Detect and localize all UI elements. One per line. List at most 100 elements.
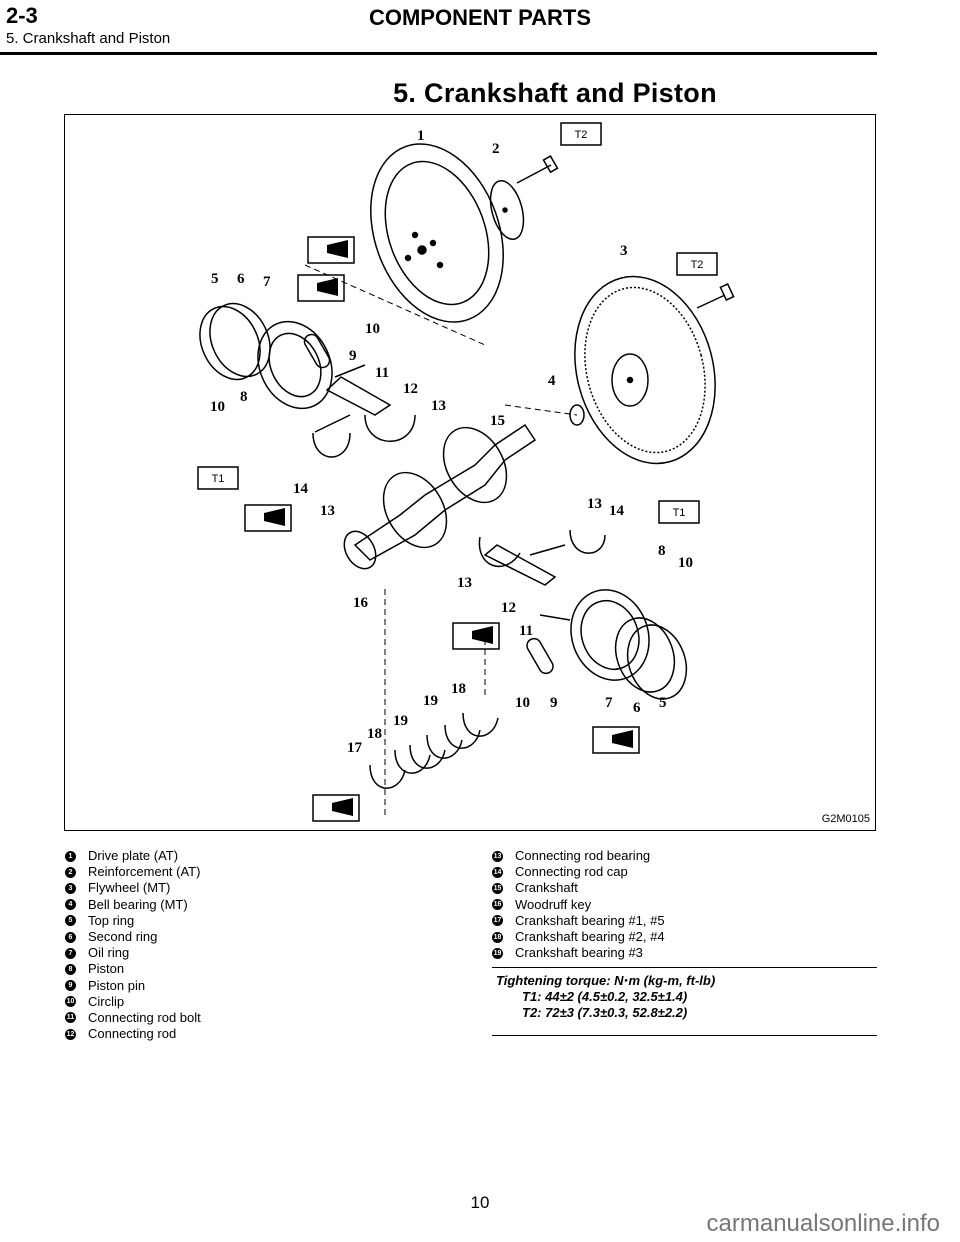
figure-id: G2M0105 <box>821 813 870 825</box>
legend-item: 6 Second ring <box>65 929 465 945</box>
legend-label: Circlip <box>88 993 125 1009</box>
torque-tag-t1-left: T1 <box>212 473 225 485</box>
callout-7b: 7 <box>605 695 613 711</box>
legend-number-badge: 17 <box>492 915 503 927</box>
legend-number-badge: 5 <box>65 915 76 927</box>
callout-19: 19 <box>393 713 408 729</box>
legend-item: 8 Piston <box>65 961 465 977</box>
page-title: 5. Crankshaft and Piston <box>393 78 717 108</box>
legend-number-badge: 1 <box>65 850 76 862</box>
callout-6b: 6 <box>633 700 641 716</box>
callout-3: 3 <box>620 243 628 259</box>
oil-symbol-icons <box>244 236 640 822</box>
legend-number-badge: 2 <box>65 866 76 878</box>
callout-13c: 13 <box>587 496 602 512</box>
legend-number-badge: 8 <box>65 963 76 975</box>
watermark: carmanualsonline.info <box>706 1210 940 1237</box>
callout-5: 5 <box>211 271 219 287</box>
torque-tag-t1-right: T1 <box>673 507 686 519</box>
flywheel-drawing <box>574 275 735 465</box>
callout-10c: 10 <box>678 555 693 571</box>
callout-6: 6 <box>237 271 245 287</box>
legend-label: Crankshaft bearing #1, #5 <box>515 912 665 928</box>
legend-item: 12 Connecting rod <box>65 1026 465 1042</box>
callout-13d: 13 <box>457 575 472 591</box>
legend-number-badge: 3 <box>65 882 76 894</box>
legend-item: 5 Top ring <box>65 913 465 929</box>
legend-number-badge: 16 <box>492 899 503 911</box>
legend-number-badge: 18 <box>492 931 503 943</box>
callout-2: 2 <box>492 141 500 157</box>
bell-bearing-drawing <box>569 404 585 426</box>
callout-10: 10 <box>365 321 380 337</box>
header-rule <box>0 52 877 55</box>
legend-label: Top ring <box>88 912 135 928</box>
torque-t1: T1: 44±2 (4.5±0.2, 32.5±1.4) <box>522 989 688 1004</box>
legend-item: 4 Bell bearing (MT) <box>65 897 465 913</box>
callout-16: 16 <box>353 595 369 611</box>
callout-13b: 13 <box>320 503 335 519</box>
component-drawing: T2 T2 T1 T1 1 2 3 4 5 6 7 8 9 10 10 11 1… <box>197 122 735 822</box>
legend-item: 1 Drive plate (AT) <box>65 848 465 864</box>
legend-label: Crankshaft bearing #3 <box>515 945 643 961</box>
legend-label: Connecting rod <box>88 1026 177 1042</box>
callout-17: 17 <box>347 740 363 756</box>
legend-label: Second ring <box>88 928 158 944</box>
legend-label: Connecting rod bearing <box>515 848 651 863</box>
callout-4: 4 <box>548 373 556 389</box>
part-callouts: 1 2 3 4 5 6 7 8 9 10 10 11 12 13 14 13 1… <box>210 128 693 756</box>
legend-label: Drive plate (AT) <box>88 848 179 863</box>
page-number: 10 <box>470 1193 490 1212</box>
callout-15: 15 <box>490 413 505 429</box>
legend-number-badge: 7 <box>65 947 76 959</box>
piston-right-drawing <box>526 589 688 700</box>
subsection-title: 5. Crankshaft and Piston <box>6 30 171 47</box>
legend-number-badge: 12 <box>65 1028 76 1040</box>
legend-item: 13 Connecting rod bearing <box>492 848 877 864</box>
callout-19b: 19 <box>423 693 438 709</box>
exploded-diagram: T2 T2 T1 T1 1 2 3 4 5 6 7 8 9 10 10 11 1… <box>64 114 876 831</box>
crankshaft-drawing <box>343 423 537 570</box>
legend-label: Crankshaft bearing #2, #4 <box>515 928 665 944</box>
legend-number-badge: 6 <box>65 931 76 943</box>
callout-1: 1 <box>417 128 425 144</box>
callout-10b: 10 <box>210 399 225 415</box>
torque-tag-t2-top: T2 <box>575 129 588 141</box>
legend-label: Piston <box>88 961 125 977</box>
callout-14b: 14 <box>609 503 625 519</box>
callout-8b: 8 <box>658 543 666 559</box>
legend-item: 7 Oil ring <box>65 945 465 961</box>
legend-number-badge: 14 <box>492 866 503 878</box>
callout-10d: 10 <box>515 695 530 711</box>
piston-left-drawing <box>199 302 333 410</box>
legend-label: Piston pin <box>88 977 146 993</box>
callout-18: 18 <box>367 726 382 742</box>
callout-5b: 5 <box>659 695 667 711</box>
legend-label: Bell bearing (MT) <box>88 896 188 912</box>
callout-14: 14 <box>293 481 309 497</box>
legend-label: Oil ring <box>88 945 130 961</box>
callout-11: 11 <box>375 365 389 381</box>
legend-item: 18 Crankshaft bearing #2, #4 <box>492 929 877 945</box>
callout-9: 9 <box>349 348 357 364</box>
torque-heading: Tightening torque: N⋅m (kg-m, ft-lb) <box>496 973 716 988</box>
callout-12b: 12 <box>501 600 516 616</box>
connecting-rod-left-drawing <box>312 364 416 458</box>
legend-right: 13 Connecting rod bearing 14 Connecting rod… <box>492 848 877 961</box>
drive-plate-drawing <box>370 143 504 323</box>
callout-7: 7 <box>263 274 271 290</box>
reinforcement-drawing <box>489 155 559 240</box>
torque-spec-box: Tightening torque: N⋅m (kg-m, ft-lb) T1:… <box>492 967 877 1036</box>
legend-number-badge: 4 <box>65 899 76 911</box>
torque-tag-t2-right: T2 <box>691 259 704 271</box>
callout-12: 12 <box>403 381 418 397</box>
legend-number-badge: 13 <box>492 850 503 862</box>
